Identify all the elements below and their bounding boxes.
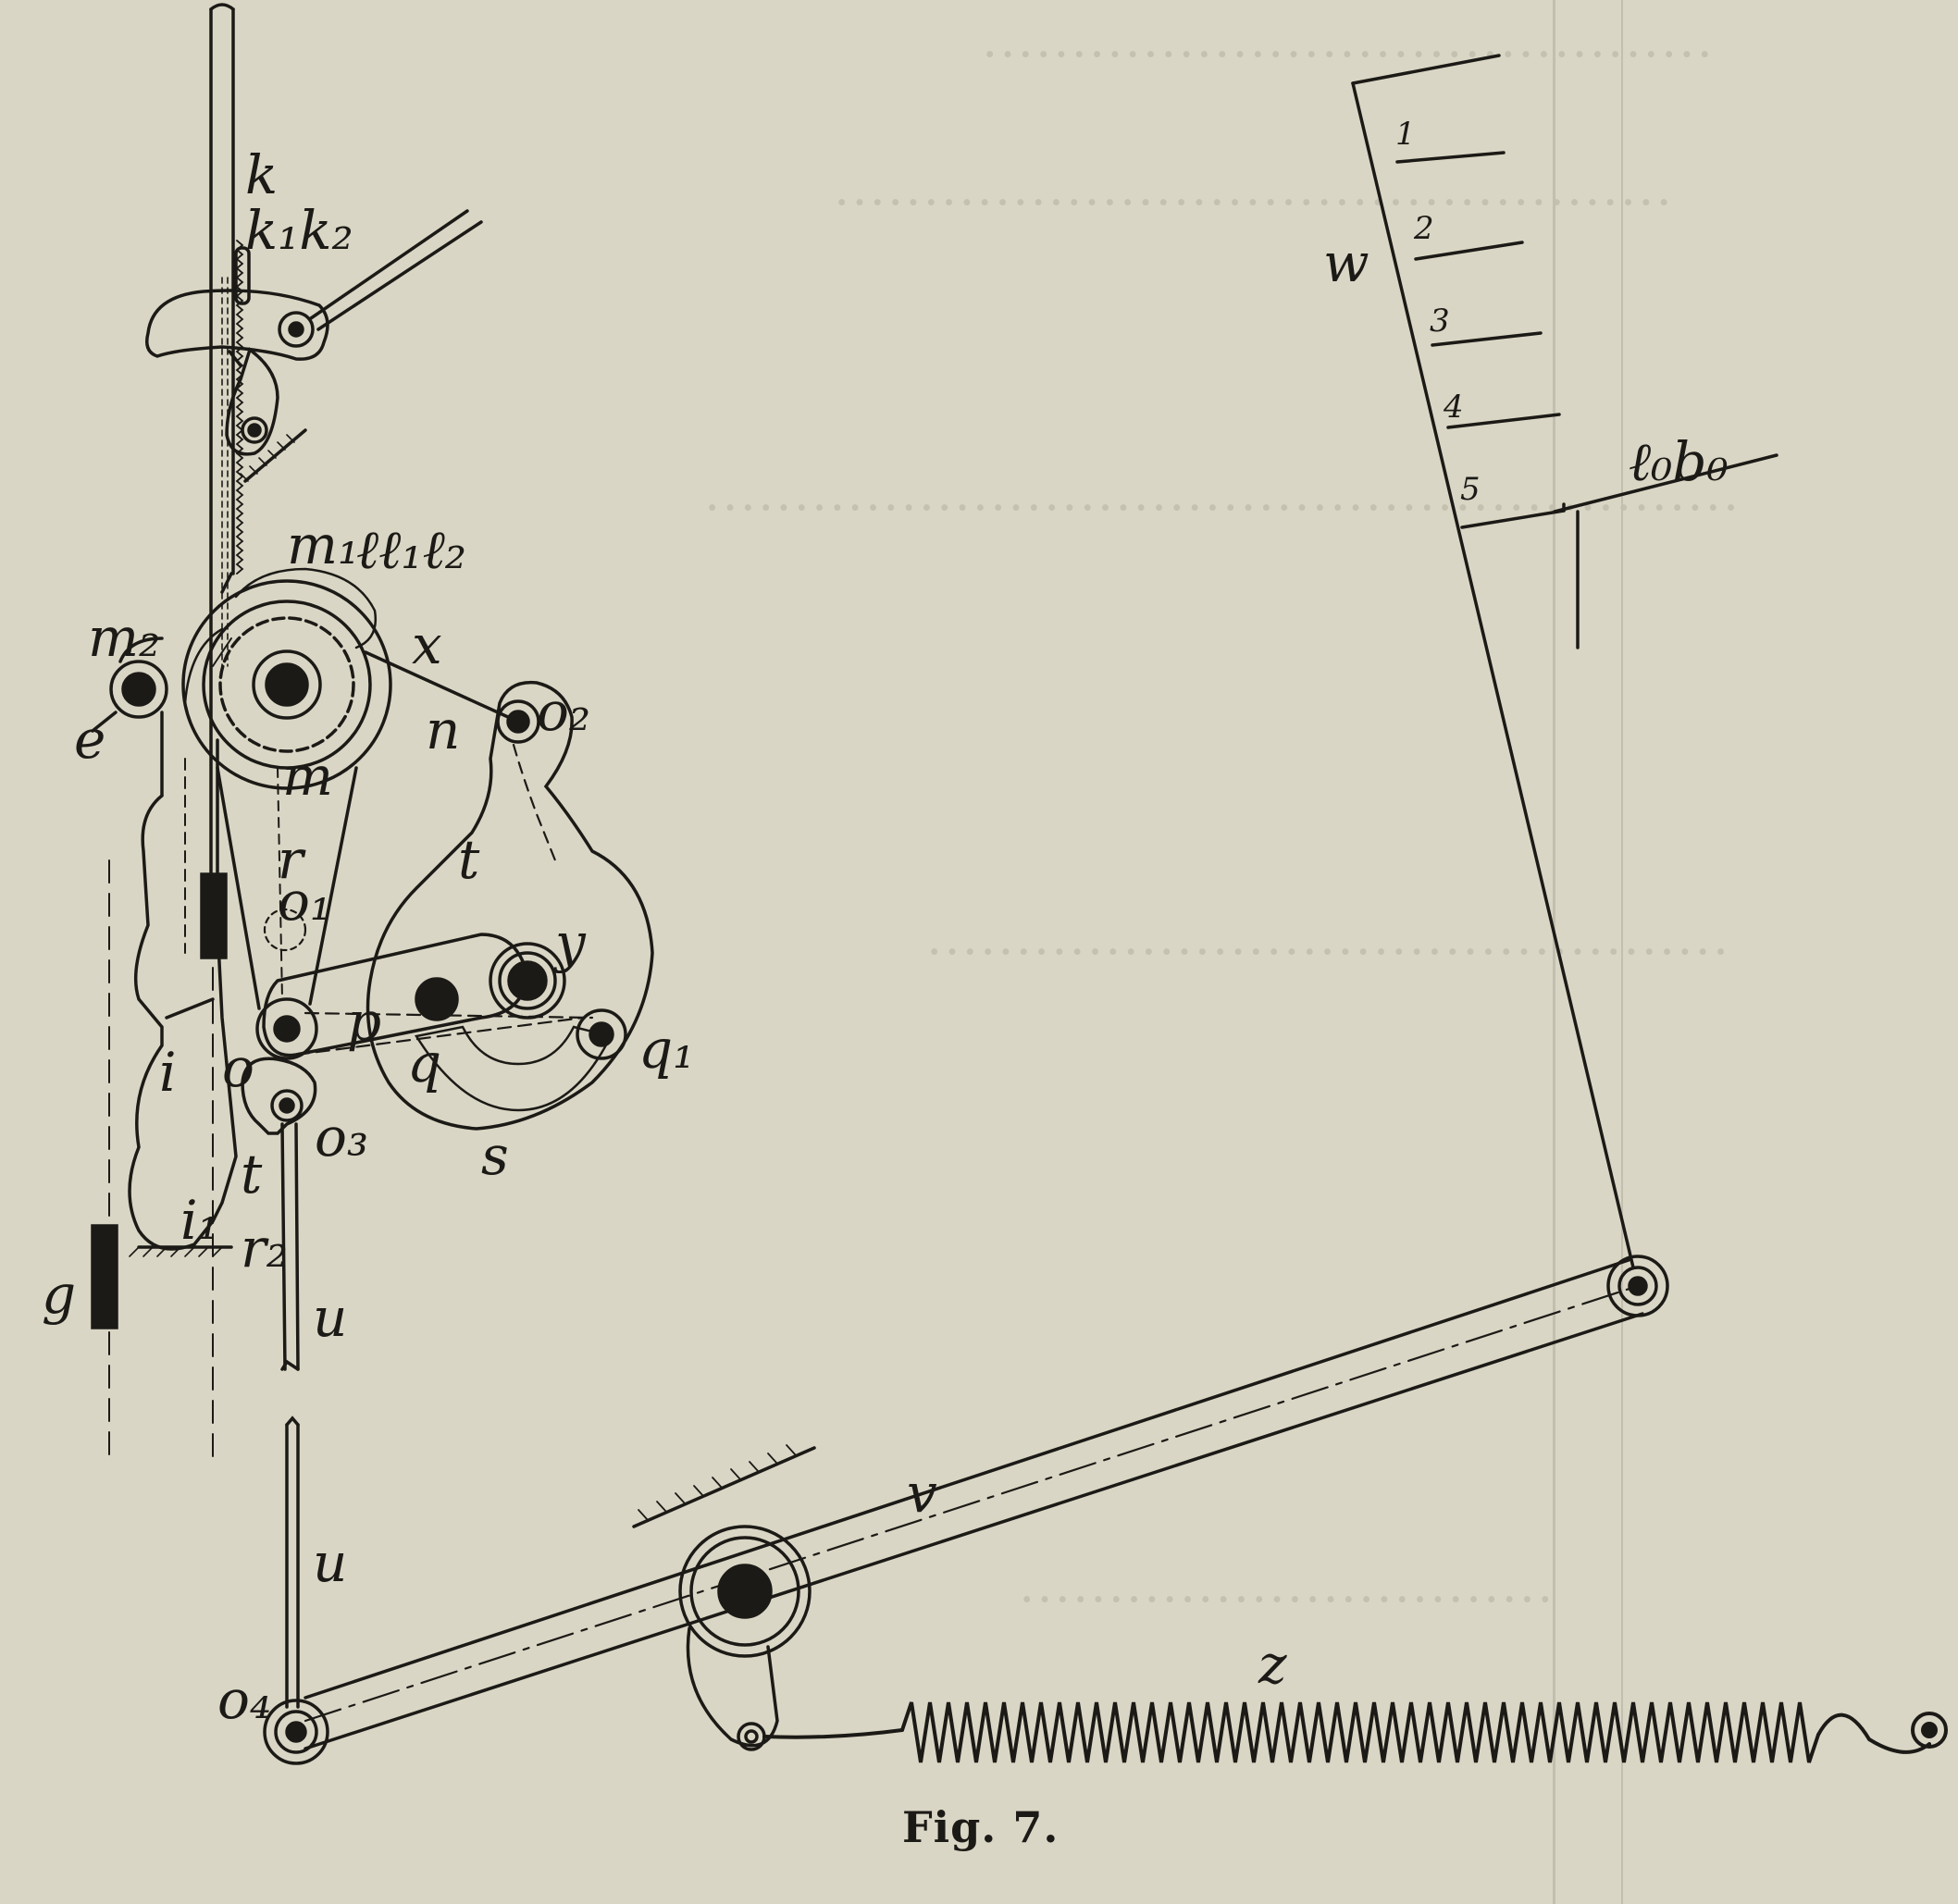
- label-o2: o₂: [537, 680, 591, 743]
- label-i1: i₁: [180, 1189, 219, 1252]
- label-e: e: [74, 708, 106, 771]
- label-n: n: [426, 699, 461, 761]
- fulcrum: [632, 1444, 816, 1751]
- scale-number-5: 5: [1460, 471, 1481, 508]
- label-s: s: [481, 1124, 509, 1187]
- scale-number-2: 2: [1414, 210, 1434, 247]
- column-rule-bleed: [1621, 0, 1623, 1904]
- label-o1: o₁: [278, 870, 332, 933]
- wheel-m: [181, 567, 392, 790]
- spring-z: [762, 1701, 1948, 1763]
- label-l: ℓℓ₁ℓ₂: [356, 518, 466, 581]
- bleed-through-text: ········································…: [981, 24, 1714, 84]
- pawl-frame: [91, 711, 238, 1463]
- rod-k: [209, 3, 244, 936]
- label-q1: q₁: [638, 1018, 695, 1081]
- label-r2: r₂: [241, 1217, 288, 1280]
- label-w: w: [1323, 231, 1369, 294]
- pivot-o: [255, 997, 318, 1060]
- scale-pointer-w: [1351, 54, 1778, 1269]
- lever-plate-t: [366, 680, 654, 1131]
- lever-p: [262, 933, 627, 1060]
- upper-collar: [145, 209, 483, 367]
- column-rule-bleed: [1553, 0, 1555, 1904]
- pivot-m2: [91, 637, 168, 733]
- label-v: v: [907, 1462, 937, 1525]
- figure-caption: Fig. 7.: [902, 1802, 1060, 1852]
- scale-number-3: 3: [1430, 303, 1450, 340]
- label-q: q: [407, 1032, 442, 1094]
- pivot-o1: [263, 908, 307, 952]
- label-k1k2: k₁k₂: [245, 199, 353, 262]
- bleed-through-text: ······························: [1018, 1569, 1555, 1629]
- label-t-lower: t: [241, 1143, 263, 1205]
- bleed-through-text: ········································…: [925, 921, 1730, 982]
- label-m2: m₂: [88, 606, 161, 669]
- lever-v: [263, 1255, 1669, 1765]
- bleed-through-text: ········································…: [833, 172, 1673, 232]
- label-p: p: [347, 990, 382, 1053]
- label-z: z: [1258, 1633, 1287, 1696]
- label-t-upper: t: [458, 828, 480, 891]
- link-n: [364, 650, 520, 723]
- label-o: o: [222, 1036, 254, 1099]
- label-i: i: [159, 1041, 177, 1104]
- small-link: [225, 347, 307, 483]
- rod-u: [241, 1057, 317, 1709]
- label-u-lower: u: [313, 1531, 348, 1594]
- scale-number-4: 4: [1444, 389, 1464, 426]
- label-m: m: [282, 745, 333, 808]
- label-x: x: [412, 613, 442, 676]
- label-m1: m₁: [287, 513, 360, 576]
- label-l0b0: ℓ₀b₀: [1629, 430, 1729, 493]
- label-u-upper: u: [313, 1286, 348, 1349]
- label-o4: o₄: [217, 1668, 272, 1731]
- arm-r: [216, 766, 358, 1010]
- label-k: k: [245, 143, 279, 206]
- label-r: r: [278, 828, 304, 891]
- label-g: g: [42, 1263, 77, 1326]
- label-y: y: [555, 911, 586, 974]
- scale-number-1: 1: [1395, 116, 1416, 153]
- label-o3: o₃: [315, 1106, 369, 1168]
